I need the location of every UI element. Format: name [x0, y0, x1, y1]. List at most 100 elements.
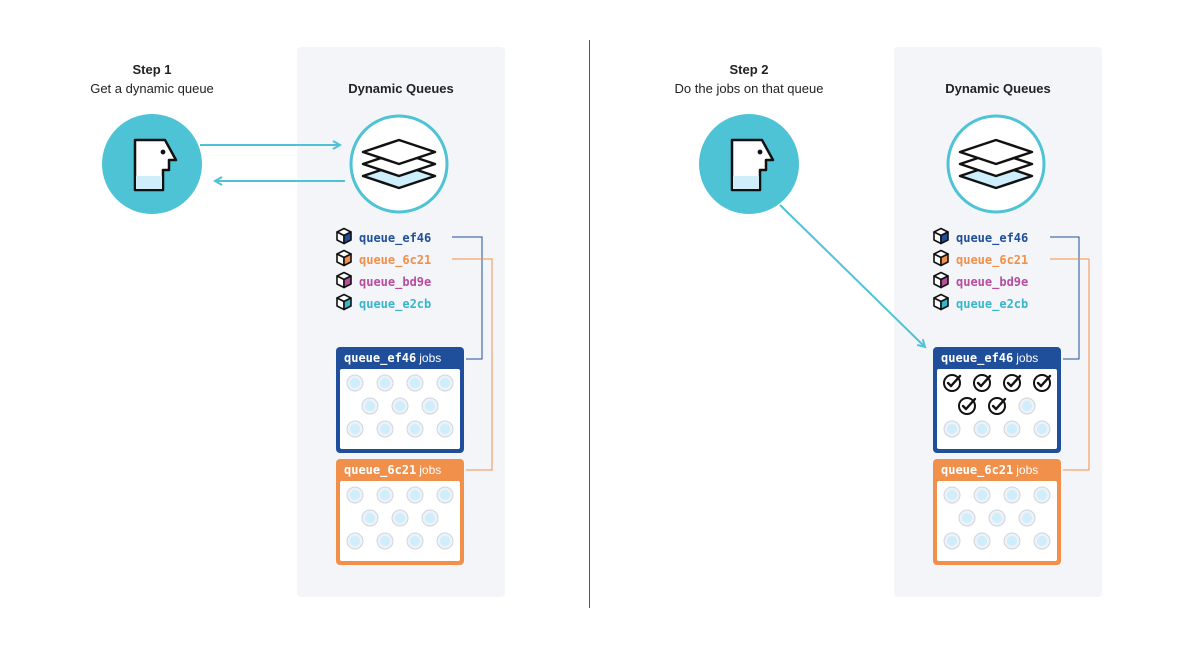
checkmark-circle-icon	[988, 397, 1007, 415]
jobs-grid	[340, 369, 460, 449]
job-dot-icon	[1033, 486, 1051, 504]
job-dot-icon	[376, 374, 394, 392]
job-dot-icon	[406, 420, 424, 438]
job-dot-icon	[436, 374, 454, 392]
jobs-box-header: queue_6c21 jobs	[933, 459, 1061, 481]
checkmark-circle-icon	[973, 374, 992, 392]
queue-item: queue_ef46	[335, 227, 431, 248]
jobs-queue-name: queue_6c21	[344, 463, 417, 477]
job-dot-icon	[988, 509, 1006, 527]
job-dot-icon	[361, 509, 379, 527]
job-dot-icon	[958, 509, 976, 527]
cube-icon	[335, 249, 359, 270]
job-dot-icon	[421, 397, 439, 415]
queue-item: queue_6c21	[932, 249, 1028, 270]
jobs-dots	[346, 486, 454, 550]
queue-name: queue_e2cb	[359, 296, 432, 311]
layers-stack-icon	[946, 114, 1046, 214]
jobs-box-header: queue_6c21 jobs	[336, 459, 464, 481]
job-dot-icon	[1003, 486, 1021, 504]
queue-item: queue_e2cb	[932, 293, 1028, 314]
jobs-grid	[937, 369, 1057, 449]
job-dot-icon	[346, 420, 364, 438]
job-dot-icon	[406, 374, 424, 392]
step1-title: Step 1	[132, 62, 172, 77]
queue-name: queue_bd9e	[359, 274, 432, 289]
checkmark-circle-icon	[943, 374, 962, 392]
cube-icon	[932, 271, 956, 292]
step1-ef46-jobs-box: queue_ef46 jobs	[336, 347, 464, 453]
job-dot-icon	[391, 397, 409, 415]
step2-ef46-bracket	[1050, 236, 1080, 360]
cube-icon	[335, 271, 359, 292]
job-dot-icon	[361, 397, 379, 415]
job-dot-icon	[346, 486, 364, 504]
job-dot-icon	[406, 532, 424, 550]
jobs-grid	[937, 481, 1057, 561]
step1-subtitle: Get a dynamic queue	[90, 81, 214, 96]
job-dot-icon	[391, 509, 409, 527]
job-dot-icon	[1003, 532, 1021, 550]
job-dot-icon	[973, 532, 991, 550]
step1-6c21-jobs-box: queue_6c21 jobs	[336, 459, 464, 565]
job-dot-icon	[1003, 420, 1021, 438]
job-dot-icon	[943, 420, 961, 438]
queue-name: queue_e2cb	[956, 296, 1029, 311]
job-dot-icon	[973, 486, 991, 504]
step2-6c21-jobs-box: queue_6c21 jobs	[933, 459, 1061, 565]
job-dot-icon	[436, 420, 454, 438]
step1-ef46-bracket	[452, 236, 483, 360]
worker-head-icon	[102, 114, 202, 214]
job-dot-icon	[1018, 397, 1036, 415]
checkmark-circle-icon	[958, 397, 977, 415]
job-dot-icon	[421, 509, 439, 527]
jobs-queue-name: queue_ef46	[344, 351, 417, 365]
job-dot-icon	[376, 486, 394, 504]
jobs-box-header: queue_ef46 jobs	[336, 347, 464, 369]
job-dot-icon	[943, 532, 961, 550]
work-queue-arrow	[779, 204, 925, 347]
job-dot-icon	[1018, 509, 1036, 527]
job-dot-icon	[973, 420, 991, 438]
job-dot-icon	[406, 486, 424, 504]
jobs-suffix: jobs	[419, 351, 442, 365]
step1-panel-title: Dynamic Queues	[348, 81, 454, 96]
step2-6c21-bracket	[1050, 258, 1090, 471]
job-dot-icon	[346, 374, 364, 392]
step2-subtitle: Do the jobs on that queue	[674, 81, 824, 96]
jobs-suffix: jobs	[419, 463, 442, 477]
worker-head-icon	[699, 114, 799, 214]
cube-icon	[932, 227, 956, 248]
queue-name: queue_6c21	[956, 252, 1029, 267]
job-dot-icon	[436, 532, 454, 550]
queue-item: queue_6c21	[335, 249, 431, 270]
queue-name: queue_6c21	[359, 252, 432, 267]
jobs-box-header: queue_ef46 jobs	[933, 347, 1061, 369]
jobs-queue-name: queue_ef46	[941, 351, 1014, 365]
job-dot-icon	[346, 532, 364, 550]
jobs-grid	[340, 481, 460, 561]
jobs-dots	[943, 486, 1051, 550]
jobs-suffix: jobs	[1016, 351, 1039, 365]
queue-item: queue_bd9e	[335, 271, 431, 292]
job-dot-icon	[376, 532, 394, 550]
jobs-suffix: jobs	[1016, 463, 1039, 477]
queue-item: queue_e2cb	[335, 293, 431, 314]
cube-icon	[335, 293, 359, 314]
step1-6c21-bracket	[452, 258, 493, 471]
jobs-queue-name: queue_6c21	[941, 463, 1014, 477]
step2-ef46-jobs-box: queue_ef46 jobs	[933, 347, 1061, 453]
queue-item: queue_bd9e	[932, 271, 1028, 292]
checkmark-circle-icon	[1003, 374, 1022, 392]
job-dot-icon	[943, 486, 961, 504]
queue-item: queue_ef46	[932, 227, 1028, 248]
cube-icon	[932, 293, 956, 314]
job-dot-icon	[1033, 532, 1051, 550]
step2-title: Step 2	[729, 62, 769, 77]
job-dot-icon	[436, 486, 454, 504]
queue-name: queue_bd9e	[956, 274, 1029, 289]
queue-name: queue_ef46	[359, 230, 432, 245]
jobs-dots	[943, 374, 1052, 438]
job-dot-icon	[1033, 420, 1051, 438]
